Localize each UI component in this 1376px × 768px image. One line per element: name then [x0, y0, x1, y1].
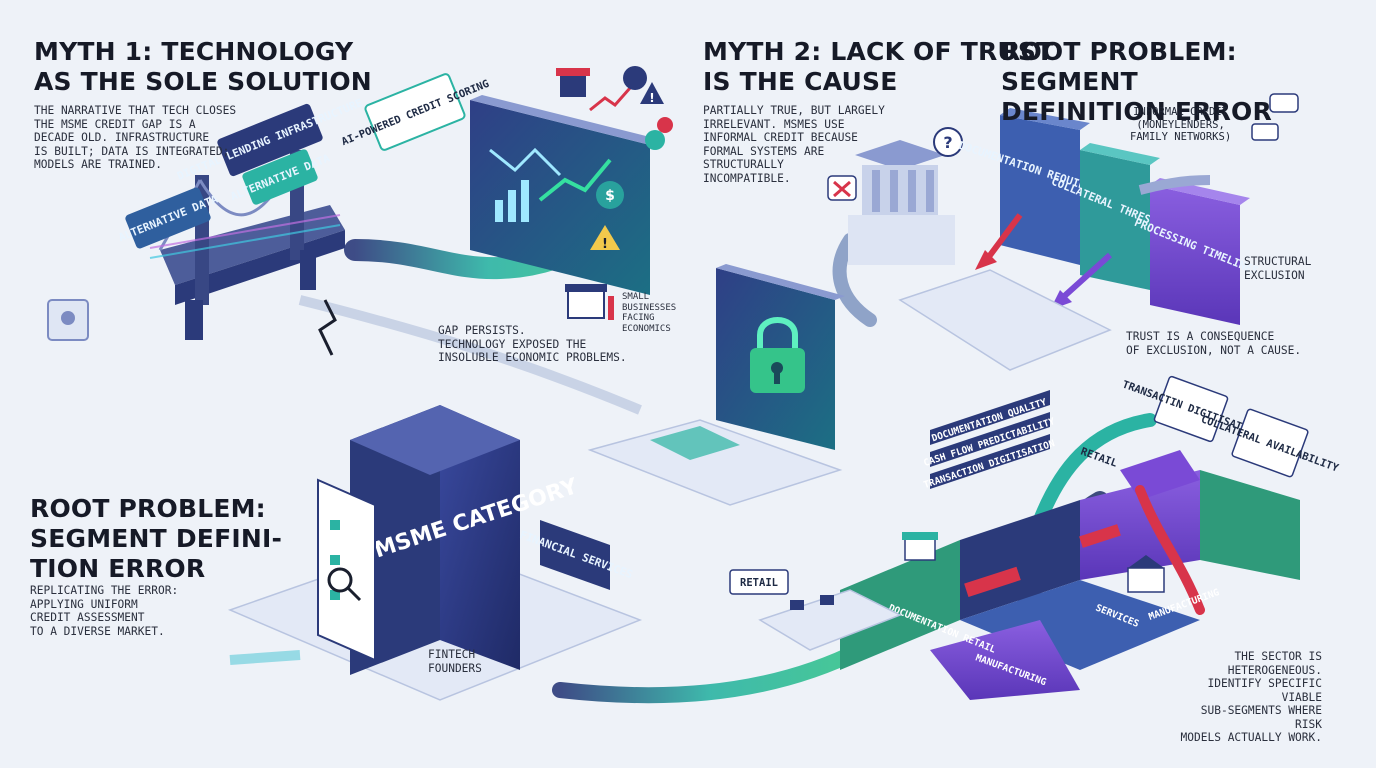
small-business-shop-icon [565, 284, 614, 320]
svg-text:!: ! [602, 237, 608, 252]
informal-credit-label: INFORMAL CREDIT (MONEYLENDERS, FAMILY NE… [1130, 106, 1232, 143]
exclusion-wall-processing: PROCESSING TIMELINES [1132, 178, 1260, 325]
myth2-title: MYTH 2: LACK OF TRUST IS THE CAUSE [703, 37, 1054, 96]
coins-icon [645, 117, 673, 150]
factory-icon [1127, 555, 1165, 593]
bank-building [848, 140, 955, 265]
root-bottom-title: ROOT PROBLEM: SEGMENT DEFINI- TION ERROR [30, 494, 283, 583]
red-flag-barriers [964, 524, 1121, 598]
myth1-body: THE NARRATIVE THAT TECH CLOSES THE MSME … [34, 104, 237, 171]
sector-conclusion-note: THE SECTOR IS HETEROGENEOUS. IDENTIFY SP… [1180, 650, 1322, 744]
root-bottom-body: REPLICATING THE ERROR: APPLYING UNIFORM … [30, 584, 179, 638]
svg-text:$: $ [605, 188, 615, 204]
retail-top-label: RETAIL [1079, 446, 1119, 470]
retail-left-sign: RETAIL [729, 569, 789, 595]
question-icon: ? [933, 127, 963, 157]
root-top-title: ROOT PROBLEM: SEGMENT DEFINITION ERROR [1001, 37, 1272, 126]
fintech-founders-label: FINTECH FOUNDERS [428, 648, 482, 675]
base-platform-right [898, 269, 1112, 371]
svg-text:!: ! [649, 91, 654, 105]
office-workers-desk [758, 589, 902, 651]
central-platform [587, 419, 843, 506]
rejected-x-icon [827, 175, 857, 201]
growth-chart-icon [589, 87, 632, 112]
collateral-availability-sign: COLLATERAL AVAILABILITY [1199, 408, 1341, 478]
money-bag-icon [623, 66, 647, 90]
myth1-title: MYTH 1: TECHNOLOGY AS THE SOLE SOLUTION [34, 37, 372, 96]
msme-category-box: MSME CATEGORY [350, 405, 582, 675]
trust-consequence-note: TRUST IS A CONSEQUENCE OF EXCLUSION, NOT… [1126, 330, 1302, 357]
segment-blocks [840, 450, 1300, 700]
warning-icon: ! [640, 82, 664, 105]
structural-exclusion-label: STRUCTURAL EXCLUSION [1244, 255, 1312, 282]
criteria-sign-stack: DOCUMENTATION QUALITY CASH FLOW PREDICTA… [922, 390, 1056, 491]
magnifier-icon [327, 567, 362, 602]
retail-shop-icon [902, 532, 938, 561]
gap-persists-note: GAP PERSISTS. TECHNOLOGY EXPOSED THE INS… [438, 324, 627, 364]
small-businesses-note: SMALL BUSINESSES FACING ECONOMICS [622, 292, 677, 334]
chat-bubble-icon [1251, 93, 1299, 141]
retail-top-sign: RETAIL [1079, 446, 1119, 470]
analytics-dashboard: $ ! [470, 95, 662, 295]
myth2-body: PARTIALLY TRUE, BUT LARGELY IRRELEVANT. … [703, 104, 885, 185]
lock-icon [750, 317, 805, 393]
crowd-of-small-businesses [47, 299, 89, 341]
svg-text:?: ? [943, 133, 952, 152]
retail-left-label: RETAIL [740, 577, 778, 589]
storefront-icon [556, 68, 590, 97]
